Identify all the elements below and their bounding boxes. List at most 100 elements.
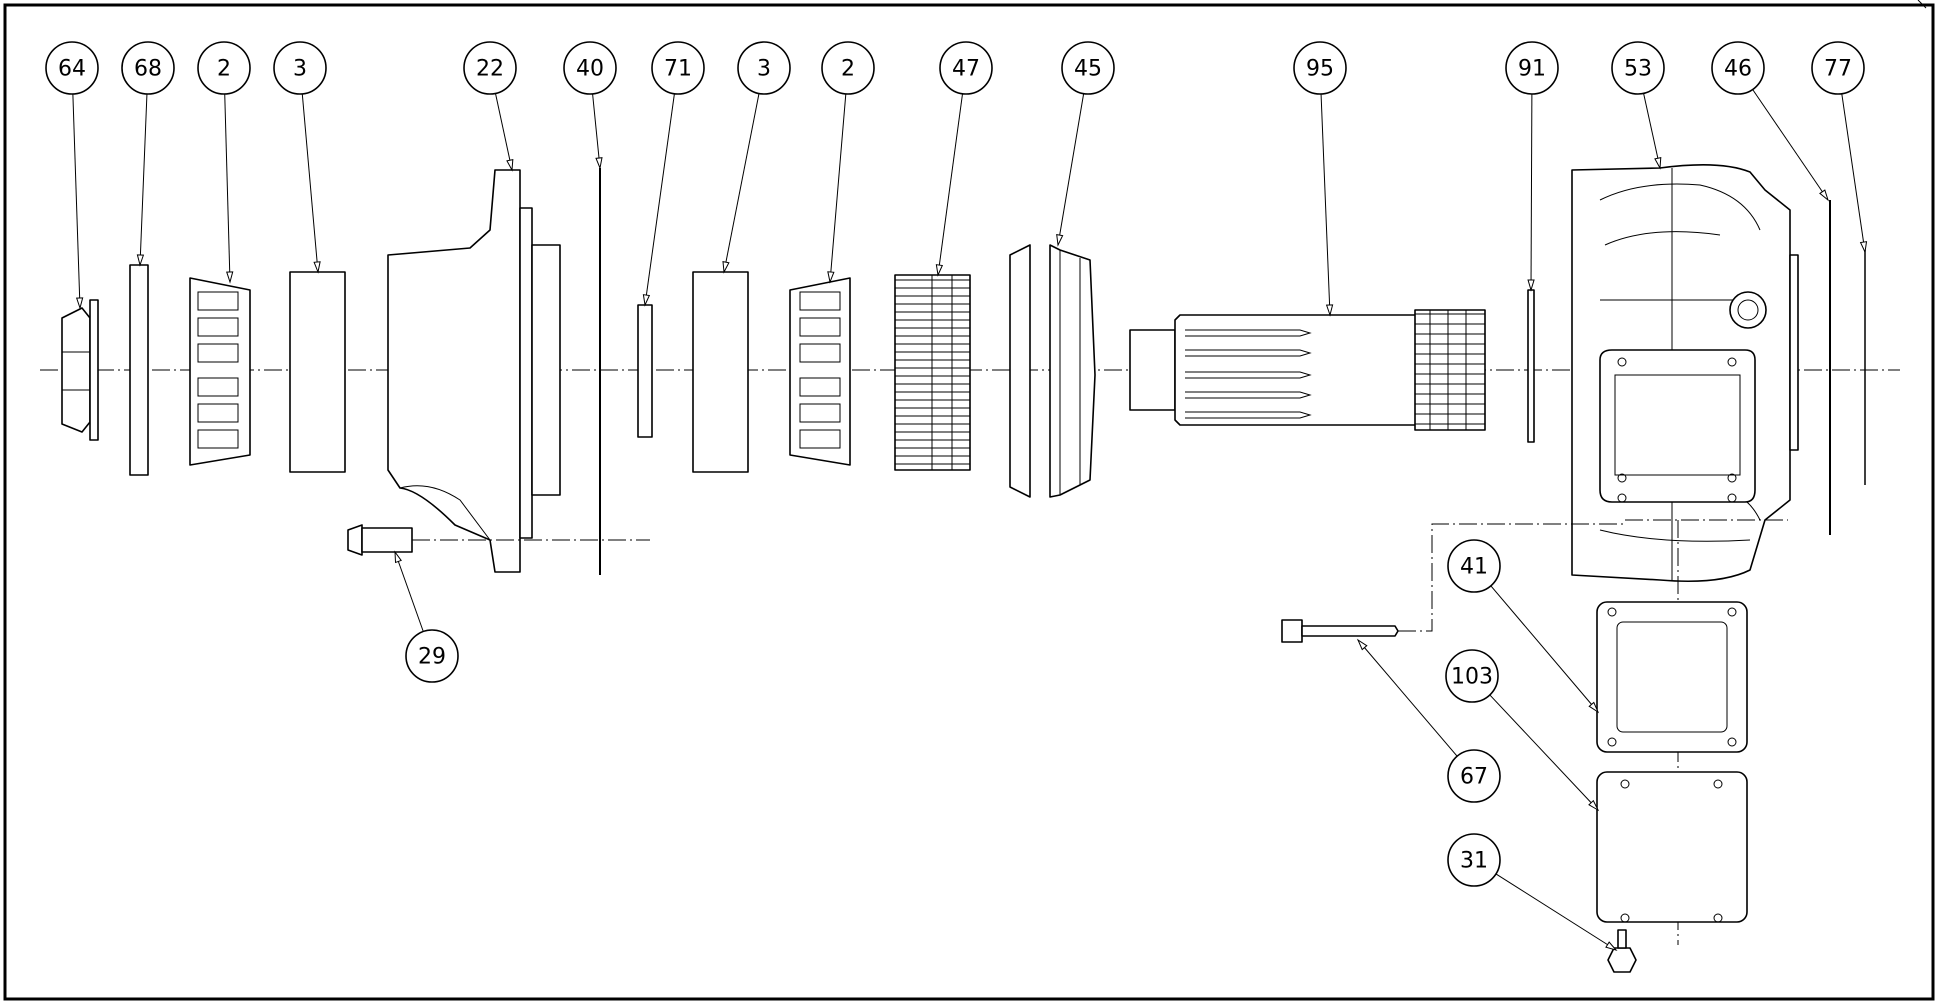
callout-53: 53 [1611,41,1665,95]
callout-bubble [939,41,993,95]
callout-bubble [1811,41,1865,95]
callout-label: 64 [58,57,86,82]
callout-label: 77 [1824,57,1852,82]
callout-bubble [1447,833,1501,887]
callout-bubble [1445,649,1499,703]
leader-line-71 [644,93,675,306]
callout-bubble [821,41,875,95]
callout-68: 68 [121,41,175,95]
callout-64: 64 [45,41,99,95]
leader-arrowhead [1654,156,1662,170]
leader-line-3 [723,93,760,273]
callout-bubble [563,41,617,95]
part-bearing-cone-left [189,277,251,466]
leader-line-103 [1489,694,1599,811]
callout-label: 46 [1724,57,1752,82]
callout-45: 45 [1061,41,1115,95]
leader-lines [72,89,1868,951]
callout-29: 29 [405,629,459,683]
part-cover-plate [1596,771,1748,923]
leader-line-2 [224,93,231,283]
leader-arrowhead [394,550,402,564]
callout-40: 40 [563,41,617,95]
leader-arrowhead [313,261,321,274]
part-hex-nut [61,299,99,441]
part-spacer [637,304,653,438]
part-gear [894,274,971,471]
leader-arrowhead [1056,234,1064,247]
callout-bubble [1611,41,1665,95]
part-hub [387,169,561,573]
leader-line-29 [394,551,424,632]
callout-2: 2 [821,41,875,95]
callout-label: 103 [1451,665,1493,690]
callout-bubble [1505,41,1559,95]
callout-label: 91 [1518,57,1546,82]
part-thin-washer [1527,289,1535,443]
leader-arrowhead [1527,279,1535,292]
leader-arrowhead [1588,799,1600,812]
part-bolt-long [1281,523,1625,643]
part-bolt-hub [347,524,650,556]
callout-22: 22 [463,41,517,95]
leader-line-31 [1495,873,1617,951]
part-splined-shaft [1129,309,1486,431]
callout-bubble [1061,41,1115,95]
callout-label: 95 [1306,57,1334,82]
part-bearing-cup-right [692,271,749,473]
leader-arrowhead [1819,189,1829,202]
callout-31: 31 [1447,833,1501,887]
leader-line-22 [494,93,513,171]
callout-label: 68 [134,57,162,82]
callout-label: 47 [952,57,980,82]
leader-line-3 [301,93,319,273]
callout-bubble [651,41,705,95]
callout-label: 53 [1624,57,1652,82]
callout-67: 67 [1447,749,1501,803]
leader-line-45 [1057,93,1085,246]
leader-arrowhead [136,254,145,267]
leader-line-77 [1841,93,1866,253]
leader-line-41 [1490,585,1599,713]
callout-bubble [121,41,175,95]
callout-bubble [405,629,459,683]
leader-arrowhead [1859,241,1868,254]
leader-arrowhead [935,264,944,277]
callout-91: 91 [1505,41,1559,95]
callout-label: 40 [576,57,604,82]
callout-bubble [737,41,791,95]
callout-bubble [463,41,517,95]
leader-arrowhead [1356,638,1368,651]
leader-arrowhead [1588,701,1600,714]
leader-line-40 [592,93,601,169]
leader-line-95 [1320,93,1331,316]
leader-arrowhead [1325,304,1334,317]
callout-label: 2 [841,57,855,82]
callout-label: 3 [293,57,307,82]
part-washer [129,264,149,476]
part-small-bolt [1607,929,1637,973]
callout-label: 31 [1460,849,1488,874]
leader-line-67 [1357,639,1458,757]
callout-label: 71 [664,57,692,82]
leader-arrowhead [722,260,730,274]
leader-arrowhead [226,271,234,284]
part-housing [1571,164,1799,582]
leader-line-68 [139,93,148,266]
callout-bubble [45,41,99,95]
callout-bubble [1711,41,1765,95]
leader-arrowhead [827,271,835,284]
callout-label: 41 [1460,555,1488,580]
callout-label: 29 [418,645,446,670]
part-bearing-cone-right [789,277,851,466]
callout-bubble [1447,749,1501,803]
leader-line-2 [829,93,847,283]
part-bearing-cup-left [289,271,346,473]
drawing-border [3,3,1935,1001]
callout-bubble [273,41,327,95]
callout-95: 95 [1293,41,1347,95]
callout-label: 2 [217,57,231,82]
